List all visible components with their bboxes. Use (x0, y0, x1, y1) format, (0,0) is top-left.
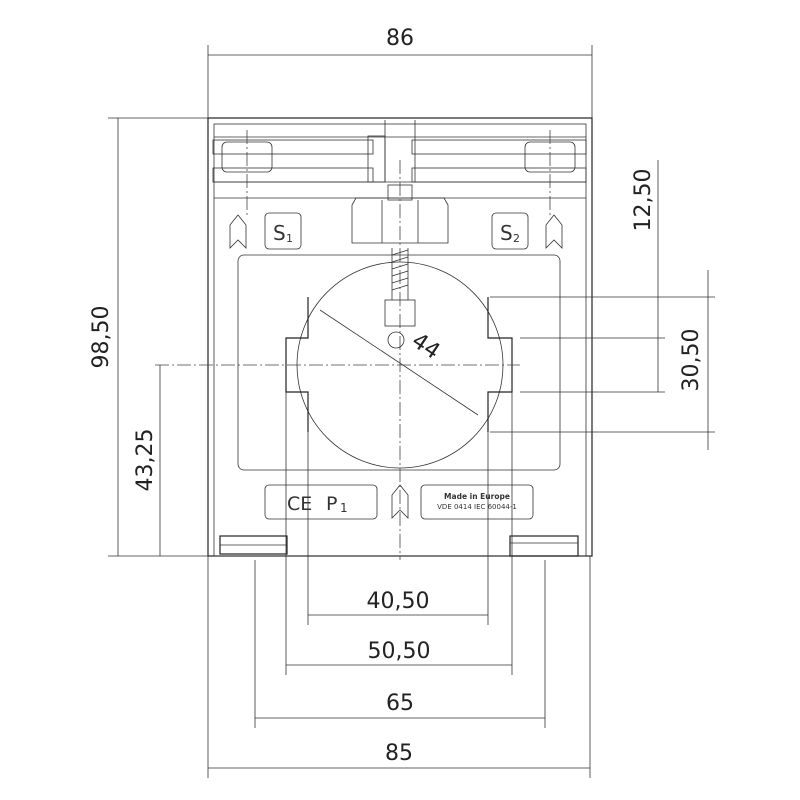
svg-text:1: 1 (286, 232, 293, 245)
ce-mark: CE (287, 493, 312, 515)
arrow-marker-right (545, 214, 563, 249)
standard-label: VDE 0414 IEC 60044-1 (437, 503, 517, 511)
svg-text:1: 1 (340, 501, 348, 515)
arrow-marker-bottom (391, 484, 409, 519)
dim-base-width: 85 (385, 741, 413, 766)
svg-text:S: S (273, 221, 286, 245)
svg-text:P: P (326, 493, 337, 515)
svg-text:2: 2 (513, 232, 520, 245)
dim-mounting-width: 65 (386, 691, 414, 716)
dim-upper-offset: 12,50 (631, 169, 656, 232)
dim-window-inner-width: 40,50 (367, 589, 430, 614)
dim-top-width: 86 (386, 26, 414, 51)
dim-center-height: 43,25 (133, 429, 158, 492)
dim-window-height: 30,50 (679, 329, 704, 392)
label-s1: S 1 (273, 221, 293, 245)
label-s2: S 2 (500, 221, 520, 245)
dim-total-height: 98,50 (89, 306, 114, 369)
dimension-lines (108, 45, 715, 778)
label-p1: P 1 (326, 493, 348, 515)
svg-text:S: S (500, 221, 513, 245)
center-lines (155, 130, 551, 560)
arrow-marker-left (229, 214, 247, 249)
dim-window-outer-width: 50,50 (368, 639, 431, 664)
dim-diameter: 44 (407, 328, 444, 364)
made-in-label: Made in Europe (444, 492, 510, 501)
